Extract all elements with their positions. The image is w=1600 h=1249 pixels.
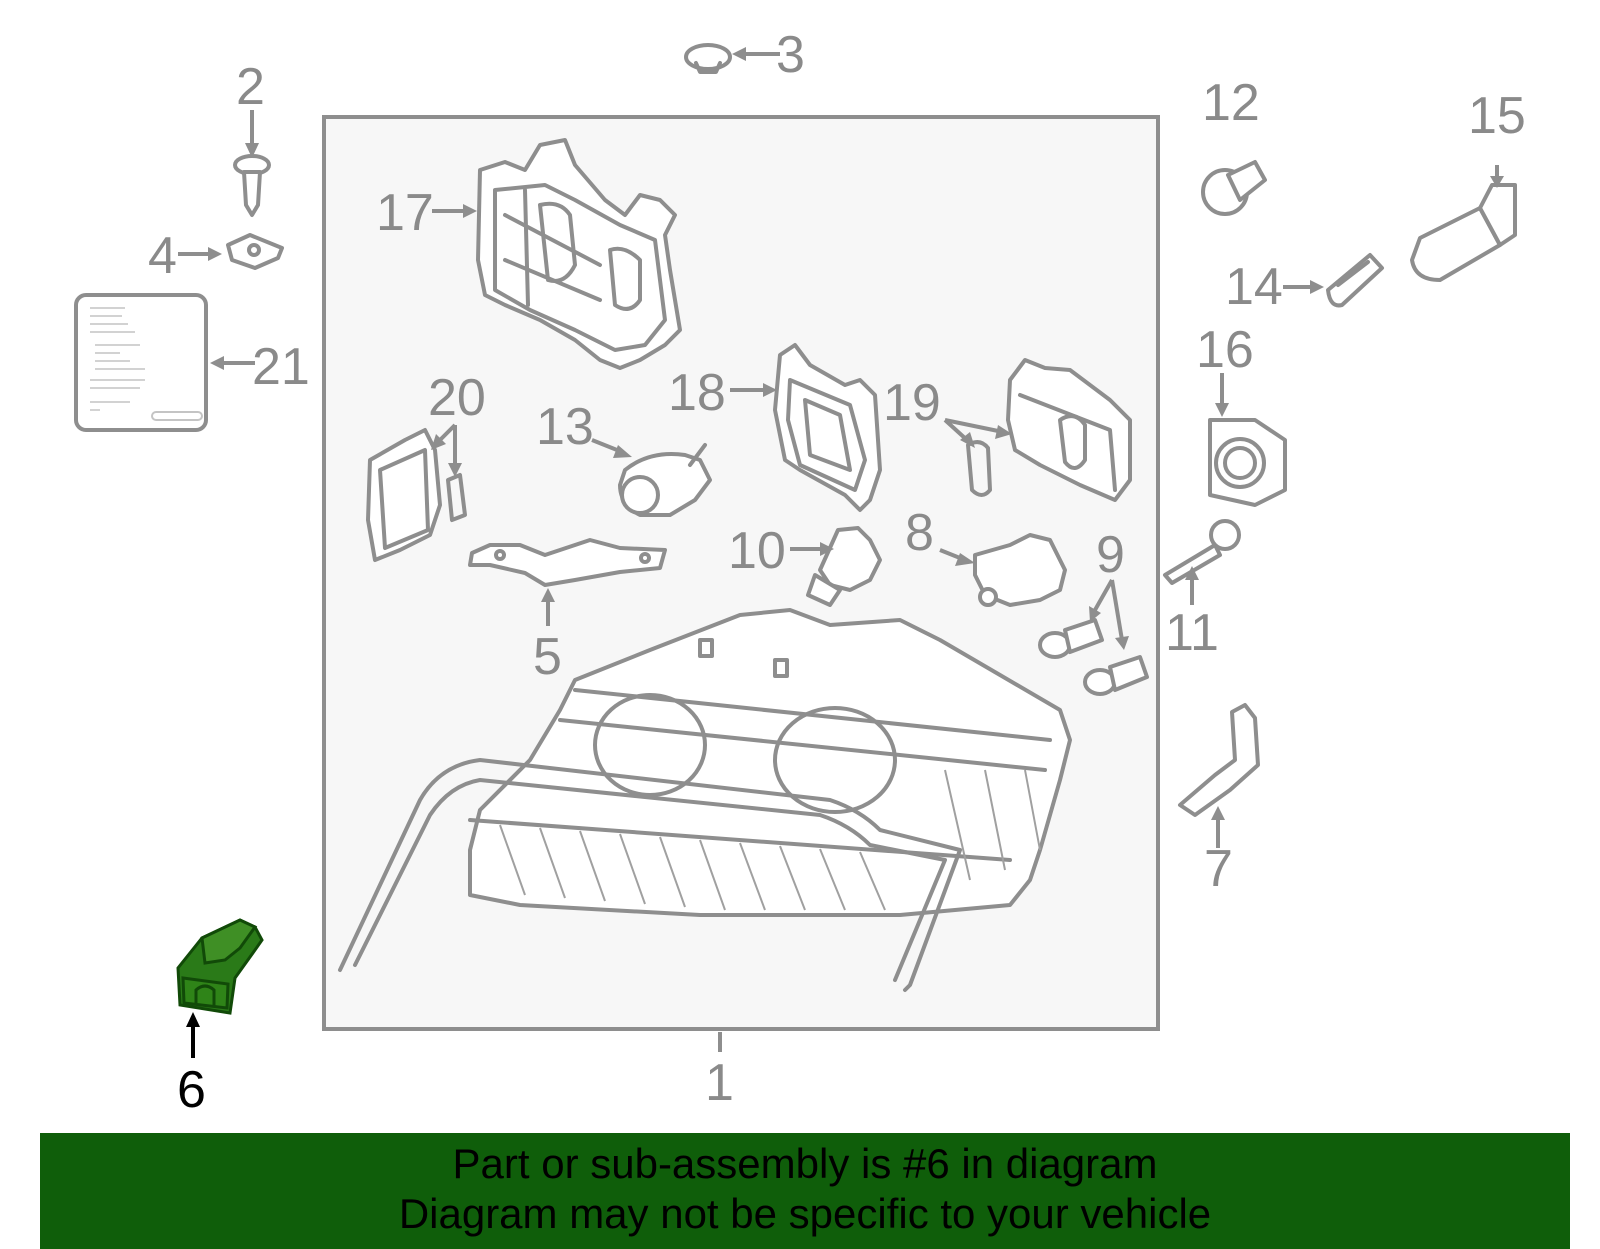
callout-21[interactable]: 21: [252, 338, 310, 396]
part-5-bracket[interactable]: [468, 538, 667, 587]
part-6-pin: [194, 984, 216, 1006]
callout-15[interactable]: 15: [1468, 87, 1526, 145]
part-19-ballast[interactable]: [966, 358, 1132, 502]
callout-18[interactable]: 18: [668, 364, 726, 422]
part-13-socket[interactable]: [618, 443, 712, 517]
part-1-headlamp[interactable]: [338, 608, 1072, 992]
leader-arrows: [178, 47, 1504, 1058]
callout-10[interactable]: 10: [728, 522, 786, 580]
part-10-bulb[interactable]: [806, 526, 882, 607]
part-18-bracket[interactable]: [773, 343, 882, 512]
callout-2[interactable]: 2: [236, 58, 265, 116]
callout-6[interactable]: 6: [177, 1061, 206, 1119]
callout-16[interactable]: 16: [1196, 321, 1254, 379]
callout-13[interactable]: 13: [536, 398, 594, 456]
callout-9[interactable]: 9: [1096, 526, 1125, 584]
part-8-motor[interactable]: [973, 533, 1067, 607]
part-20-module[interactable]: [366, 428, 467, 562]
callout-14[interactable]: 14: [1225, 258, 1283, 316]
part-14-bulb[interactable]: [1326, 253, 1384, 308]
banner-line-2: Diagram may not be specific to your vehi…: [398, 1190, 1212, 1237]
callout-labels: 1 2 3 4 5 6 7 8 9 10 11 12 13 14 15 16 1…: [148, 26, 1526, 1119]
part-7-bracket[interactable]: [1178, 703, 1260, 817]
callout-5[interactable]: 5: [533, 628, 562, 686]
callout-8[interactable]: 8: [905, 504, 934, 562]
part-9-bulbs[interactable]: [1038, 618, 1149, 696]
info-banner: Part or sub-assembly is #6 in diagram Di…: [40, 1133, 1570, 1249]
banner-line-1: Part or sub-assembly is #6 in diagram: [452, 1140, 1158, 1187]
callout-12[interactable]: 12: [1202, 74, 1260, 132]
part-16-socket[interactable]: [1208, 418, 1287, 507]
callout-3[interactable]: 3: [776, 26, 805, 84]
callout-11[interactable]: 11: [1165, 604, 1219, 662]
part-2-screw[interactable]: [233, 154, 271, 217]
part-15-bulb[interactable]: [1410, 183, 1517, 282]
part-3-plug[interactable]: [684, 43, 732, 74]
part-17-housing[interactable]: [476, 138, 682, 370]
part-4-clip[interactable]: [226, 233, 284, 270]
part-6-top: [200, 918, 258, 965]
part-11-screw[interactable]: [1163, 519, 1241, 585]
callout-17[interactable]: 17: [376, 184, 434, 242]
part-21-label[interactable]: [74, 293, 208, 432]
callout-19[interactable]: 19: [883, 374, 941, 432]
callout-1[interactable]: 1: [705, 1054, 734, 1112]
part-12-bulb[interactable]: [1201, 160, 1267, 216]
callout-4[interactable]: 4: [148, 227, 177, 285]
part-6-socket-face: [181, 976, 230, 1010]
callout-20[interactable]: 20: [428, 369, 486, 427]
callout-7[interactable]: 7: [1204, 840, 1233, 898]
part-6-connector[interactable]: [176, 918, 264, 1015]
